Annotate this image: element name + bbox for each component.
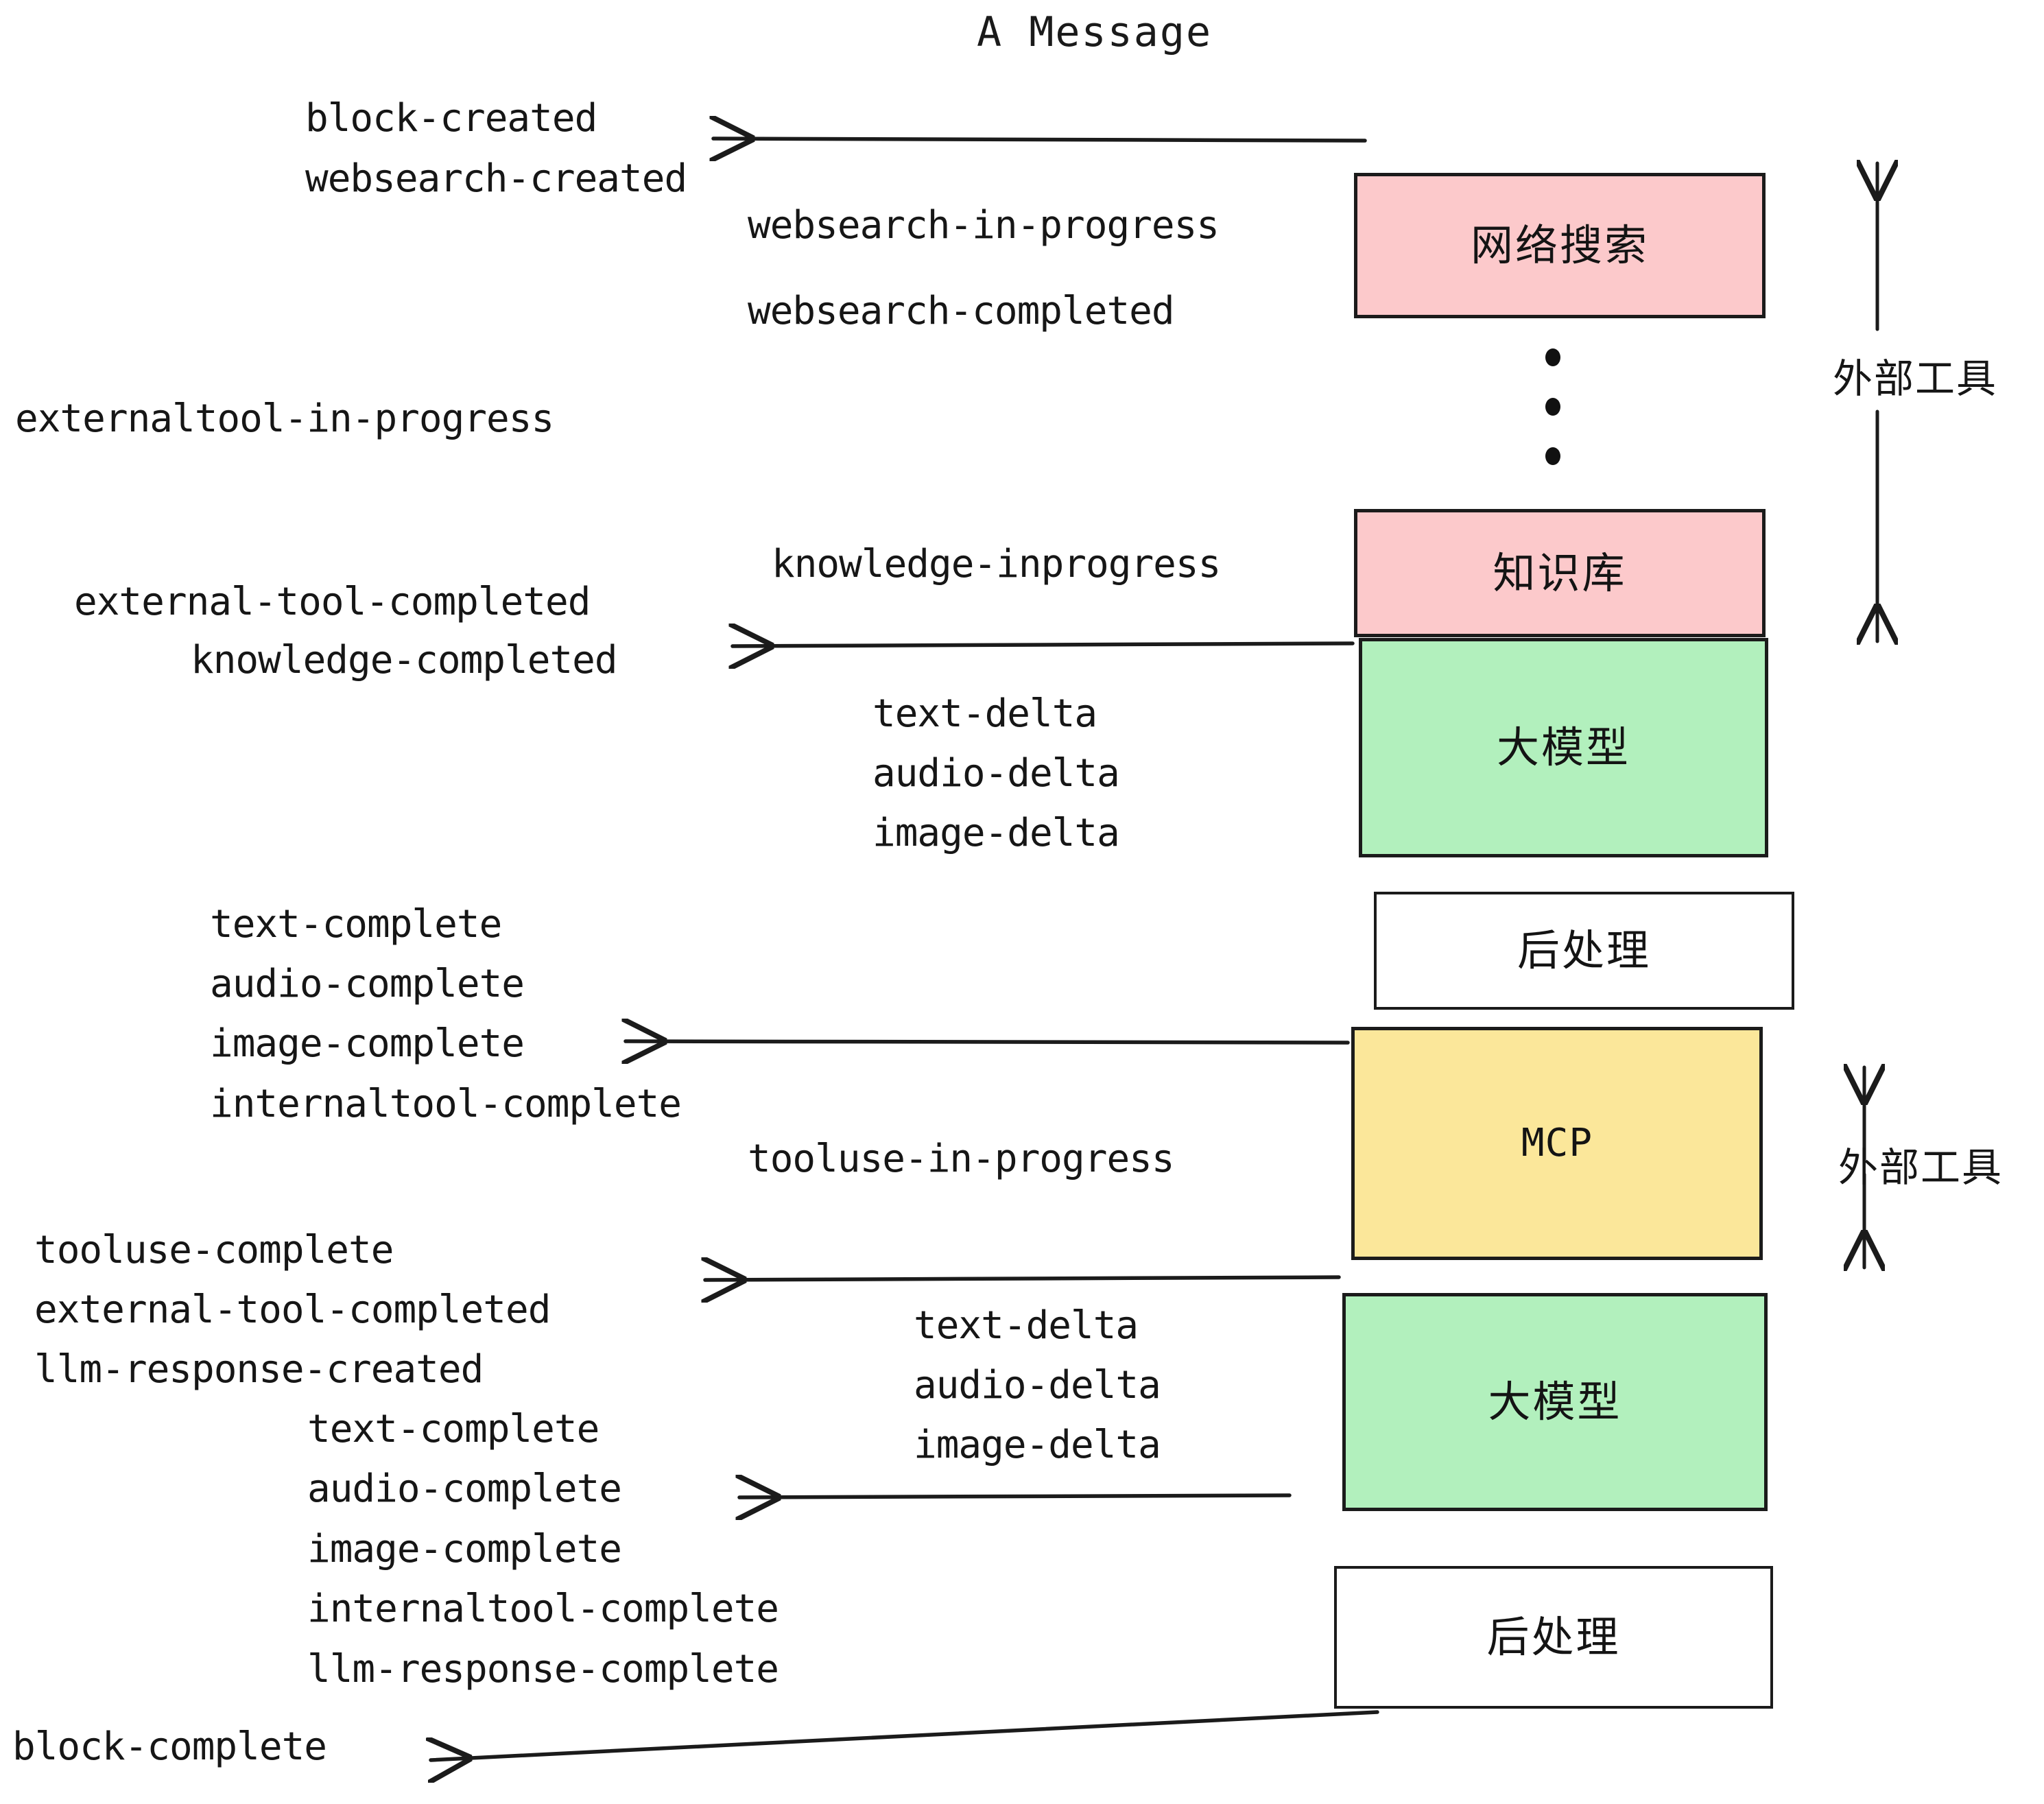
event-knowledge-inprogress: knowledge-inprogress [772, 542, 1221, 586]
event-websearch-created: websearch-created [305, 156, 687, 201]
event-text-complete-1: text-complete [210, 902, 502, 947]
event-text-delta-2: text-delta [914, 1303, 1139, 1348]
event-internaltool-complete-1: internaltool-complete [210, 1082, 682, 1126]
event-tooluse-complete: tooluse-complete [34, 1228, 394, 1272]
box-postprocess-top-label: 后处理 [1517, 925, 1651, 975]
event-audio-complete-2: audio-complete [307, 1467, 622, 1511]
arrow-block-created [713, 139, 1367, 141]
event-llm-response-created: llm-response-created [34, 1347, 484, 1392]
arrow-tooluse-complete [705, 1277, 1341, 1280]
box-llm-bottom-label: 大模型 [1488, 1377, 1622, 1427]
box-llm-top[interactable]: 大模型 [1359, 638, 1768, 857]
event-text-delta-1: text-delta [872, 691, 1097, 736]
event-external-tool-completed-1: external-tool-completed [74, 580, 591, 624]
event-externaltool-in-progress: externaltool-in-progress [15, 396, 554, 441]
event-text-complete-2: text-complete [307, 1407, 599, 1451]
side-label-external-tools-top: 外部工具 [1833, 355, 1998, 402]
box-websearch[interactable]: 网络搜索 [1354, 173, 1766, 318]
box-postprocess-bottom[interactable]: 后处理 [1334, 1566, 1773, 1709]
ellipsis-dot [1545, 398, 1560, 416]
event-internaltool-complete-2: internaltool-complete [307, 1587, 779, 1631]
page-title: A Message [977, 8, 1213, 56]
event-llm-response-complete: llm-response-complete [307, 1647, 779, 1692]
event-audio-complete-1: audio-complete [210, 962, 525, 1006]
box-websearch-label: 网络搜索 [1470, 220, 1649, 270]
event-block-created: block-created [305, 96, 597, 141]
ellipsis-dot [1545, 348, 1560, 366]
event-websearch-completed: websearch-completed [748, 289, 1175, 333]
event-audio-delta-2: audio-delta [914, 1363, 1161, 1408]
event-block-complete: block-complete [12, 1724, 327, 1769]
box-knowledge[interactable]: 知识库 [1354, 509, 1766, 637]
box-mcp-label: MCP [1521, 1121, 1593, 1165]
box-knowledge-label: 知识库 [1493, 547, 1627, 598]
event-image-delta-1: image-delta [872, 811, 1120, 855]
ellipsis-dot [1545, 447, 1560, 465]
event-image-complete-1: image-complete [210, 1021, 525, 1066]
arrow-image-complete [626, 1041, 1350, 1043]
event-websearch-in-progress: websearch-in-progress [748, 203, 1220, 248]
side-label-external-tools-bottom: 外部工具 [1838, 1144, 2004, 1191]
box-llm-bottom[interactable]: 大模型 [1342, 1293, 1768, 1511]
event-audio-delta-1: audio-delta [872, 751, 1120, 796]
box-mcp[interactable]: MCP [1351, 1027, 1763, 1260]
event-image-complete-2: image-complete [307, 1527, 622, 1571]
box-postprocess-bottom-label: 后处理 [1486, 1612, 1621, 1662]
event-image-delta-2: image-delta [914, 1423, 1161, 1467]
box-postprocess-top[interactable]: 后处理 [1374, 892, 1794, 1010]
vertical-ellipsis-icon [1545, 348, 1561, 465]
arrow-knowledge-done [733, 643, 1355, 646]
arrow-audio-complete [739, 1495, 1292, 1497]
event-knowledge-completed: knowledge-completed [191, 638, 618, 683]
event-tooluse-in-progress: tooluse-in-progress [748, 1137, 1175, 1181]
event-external-tool-completed-2: external-tool-completed [34, 1287, 551, 1332]
arrow-block-complete [431, 1710, 1379, 1760]
box-llm-top-label: 大模型 [1496, 722, 1630, 772]
